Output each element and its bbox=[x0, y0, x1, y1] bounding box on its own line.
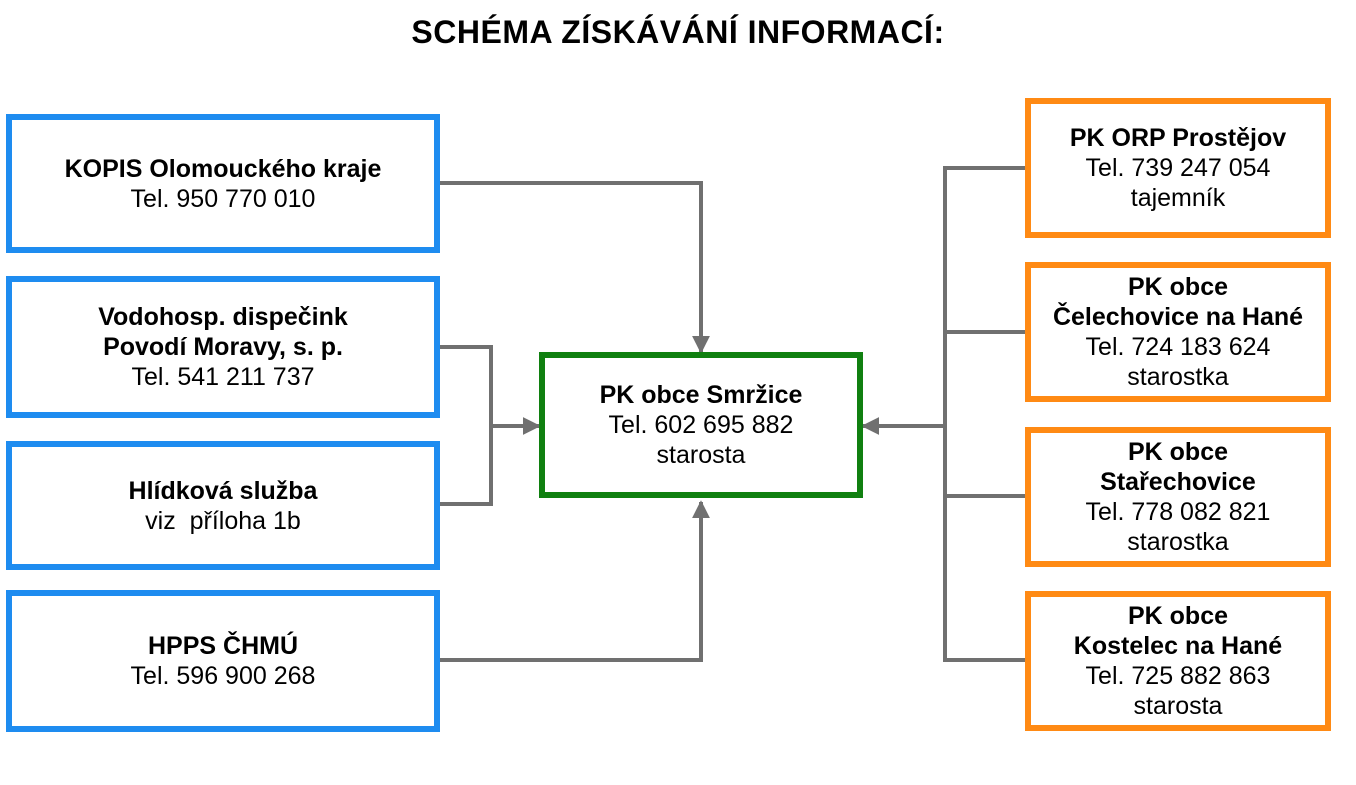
diagram-title: SCHÉMA ZÍSKÁVÁNÍ INFORMACÍ: bbox=[411, 14, 945, 50]
node-role: starostka bbox=[1127, 363, 1229, 391]
node-hlidkova-sluzba: Hlídková služba viz příloha 1b bbox=[6, 441, 440, 570]
node-phone: Tel. 778 082 821 bbox=[1085, 498, 1271, 526]
node-role: starosta bbox=[656, 441, 746, 469]
node-pk-orp-prostejov: PK ORP Prostějov Tel. 739 247 054 tajemn… bbox=[1025, 98, 1331, 238]
node-hpps-chmu: HPPS ČHMÚ Tel. 596 900 268 bbox=[6, 590, 440, 732]
node-kopis: KOPIS Olomouckého kraje Tel. 950 770 010 bbox=[6, 114, 440, 253]
node-pk-obce-kostelec: PK obce Kostelec na Hané Tel. 725 882 86… bbox=[1025, 591, 1331, 731]
node-label: PK obce Smržice bbox=[599, 381, 803, 409]
node-note: viz příloha 1b bbox=[145, 506, 301, 535]
node-vodohosp-dispecink: Vodohosp. dispečink Povodí Moravy, s. p.… bbox=[6, 276, 440, 418]
node-label: PK obce bbox=[1127, 602, 1229, 630]
node-role: starostka bbox=[1127, 528, 1229, 556]
node-label: PK ORP Prostějov bbox=[1069, 124, 1287, 152]
node-phone: Tel. 596 900 268 bbox=[130, 662, 316, 690]
kopis-arrow bbox=[440, 181, 710, 354]
node-label: PK obce bbox=[1127, 438, 1229, 466]
node-phone: Tel. 541 211 737 bbox=[131, 363, 315, 391]
node-role: tajemník bbox=[1130, 184, 1226, 212]
node-role: starosta bbox=[1133, 692, 1223, 720]
node-label: Čelechovice na Hané bbox=[1052, 303, 1304, 331]
node-label: Povodí Moravy, s. p. bbox=[103, 333, 343, 361]
node-pk-obce-starechovice: PK obce Stařechovice Tel. 778 082 821 st… bbox=[1025, 427, 1331, 567]
node-label: PK obce bbox=[1127, 273, 1229, 301]
node-label: HPPS ČHMÚ bbox=[147, 632, 298, 660]
node-phone: Tel. 602 695 882 bbox=[608, 411, 794, 439]
node-label: Stařechovice bbox=[1100, 468, 1256, 496]
node-pk-obce-smrzice: PK obce Smržice Tel. 602 695 882 starost… bbox=[539, 352, 863, 498]
node-phone: Tel. 724 183 624 bbox=[1085, 333, 1271, 361]
hpps-arrow bbox=[440, 500, 710, 662]
node-phone: Tel. 950 770 010 bbox=[130, 184, 316, 213]
node-pk-obce-celechovice: PK obce Čelechovice na Hané Tel. 724 183… bbox=[1025, 262, 1331, 402]
vodohosp-connector bbox=[440, 345, 493, 506]
node-phone: Tel. 725 882 863 bbox=[1085, 662, 1271, 690]
node-phone: Tel. 739 247 054 bbox=[1085, 154, 1271, 182]
node-label: Vodohosp. dispečink bbox=[98, 303, 348, 331]
node-label: KOPIS Olomouckého kraje bbox=[64, 154, 382, 183]
node-label: Kostelec na Hané bbox=[1073, 632, 1283, 660]
node-label: Hlídková služba bbox=[128, 476, 318, 505]
